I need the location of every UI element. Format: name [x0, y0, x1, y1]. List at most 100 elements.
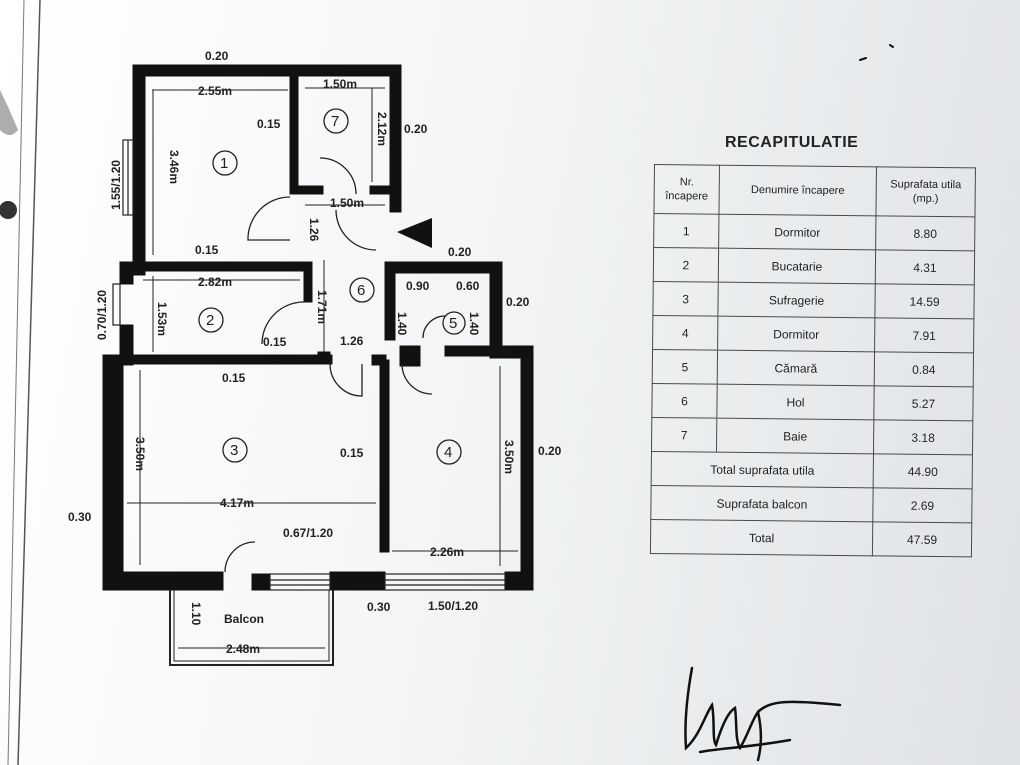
dim-r5-060: 0.60 [456, 279, 480, 293]
dim-r1-partition: 0.15 [257, 117, 281, 131]
row-area: 8.80 [875, 215, 975, 251]
dimension-lines [127, 87, 518, 649]
room-number-5: 5 [449, 315, 457, 332]
room-number-7: 7 [331, 113, 339, 130]
dimension-labels: 0.20 2.55m 3.46m 1.55/1.20 0.15 1.50m 2.… [68, 49, 562, 656]
header-nr: Nr. încapere [653, 164, 720, 215]
dim-r5-140a: 1.40 [395, 312, 409, 336]
margin-line [7, 0, 25, 765]
dim-r1-height: 3.46m [167, 150, 181, 184]
dim-r4-height: 3.50m [502, 440, 516, 474]
total-label: Total [650, 519, 873, 556]
total-useful-row: Total suprafata utila 44.90 [651, 451, 973, 489]
table-row: 1 Dormitor 8.80 [653, 213, 975, 251]
dim-r2-width: 2.82m [198, 275, 232, 289]
room-number-3: 3 [230, 442, 238, 459]
dim-r3-left: 0.30 [68, 510, 92, 524]
balcony [169, 590, 334, 666]
dim-bottom-wall: 0.30 [367, 600, 391, 614]
row-name: Sufragerie [717, 282, 876, 318]
recap-table: Nr. încapere Denumire încapere Suprafata… [650, 164, 976, 557]
row-name: Baie [716, 418, 874, 454]
dim-r2-partition: 0.15 [263, 335, 287, 349]
dim-r5-top-wall: 0.20 [448, 245, 472, 259]
room-number-2: 2 [206, 312, 214, 329]
dim-r5-right: 0.20 [506, 295, 530, 309]
row-name: Hol [716, 384, 875, 420]
table-row: 4 Dormitor 7.91 [652, 315, 974, 353]
dim-r1-window: 1.55/1.20 [109, 160, 123, 210]
total-useful-value: 44.90 [873, 453, 973, 489]
dim-hall-126a: 1.26 [307, 218, 321, 242]
row-nr: 2 [653, 247, 719, 283]
row-nr: 4 [652, 315, 718, 351]
row-name: Dormitor [717, 316, 875, 352]
total-row: Total 47.59 [650, 519, 972, 557]
balcony-area-label: Suprafata balcon [650, 485, 874, 522]
dim-r7-right: 0.20 [404, 122, 428, 136]
dim-r2-height: 1.53m [155, 302, 169, 336]
dim-r34-wall: 0.15 [340, 446, 364, 460]
row-nr: 1 [653, 213, 719, 249]
row-nr: 7 [651, 417, 717, 453]
row-area: 4.31 [875, 249, 975, 285]
balcony-row: Suprafata balcon 2.69 [650, 485, 973, 523]
row-area: 5.27 [873, 385, 974, 421]
row-name: Cămară [717, 350, 875, 386]
room-number-6: 6 [357, 282, 365, 299]
dim-balcony-depth: 1.10 [189, 602, 203, 626]
table-row: 6 Hol 5.27 [651, 383, 974, 421]
table-row: 2 Bucatarie 4.31 [653, 247, 975, 285]
doors [224, 157, 446, 573]
total-useful-label: Total suprafata utila [651, 451, 874, 488]
smudge [0, 90, 18, 135]
dim-r7-top: 1.50m [323, 77, 357, 91]
table-row: 7 Baie 3.18 [651, 417, 973, 455]
dim-r2-window: 0.70/1.20 [95, 290, 109, 340]
balcony-area-value: 2.69 [872, 487, 973, 523]
dim-r5-140b: 1.40 [467, 312, 481, 336]
walls [102, 64, 534, 591]
margin-line [17, 0, 41, 765]
row-nr: 6 [651, 383, 718, 419]
dim-r1-width: 2.55m [198, 84, 232, 98]
room-number-4: 4 [444, 444, 452, 461]
row-name: Dormitor [718, 214, 876, 250]
dim-r4-width: 2.26m [430, 545, 464, 559]
dim-top-wall: 0.20 [205, 49, 229, 63]
dim-hall-171: 1.71m [315, 290, 329, 324]
table-header-row: Nr. încapere Denumire încapere Suprafata… [653, 164, 976, 217]
dim-r7-bottom: 1.50m [330, 196, 364, 210]
dim-balcony-width: 2.48m [226, 642, 260, 656]
table-row: 3 Sufragerie 14.59 [652, 281, 975, 319]
binder-hole [0, 201, 17, 219]
signature [684, 44, 894, 762]
row-name: Bucatarie [718, 248, 876, 284]
balcony-label: Balcon [224, 612, 264, 626]
dim-r4-right: 0.20 [538, 444, 562, 458]
total-value: 47.59 [872, 521, 972, 557]
room-labels: 1 2 3 4 5 6 7 [198, 108, 466, 465]
dim-hall-126b: 1.26 [340, 334, 364, 348]
recap-title: RECAPITULATIE [725, 134, 859, 151]
windows [112, 139, 506, 591]
header-area: Suprafata utila (mp.) [875, 166, 976, 217]
entrance-arrow-icon [397, 218, 432, 248]
dim-r3-top-wall: 0.15 [222, 371, 246, 385]
room-number-1: 1 [220, 155, 228, 172]
row-area: 0.84 [874, 351, 974, 387]
table-row: 5 Cămară 0.84 [652, 349, 974, 387]
row-area: 14.59 [874, 283, 975, 319]
row-area: 3.18 [873, 419, 973, 455]
dim-r3-height: 3.50m [133, 437, 147, 471]
dim-r5-090: 0.90 [406, 279, 430, 293]
dim-r3-door: 0.67/1.20 [283, 526, 333, 540]
row-nr: 3 [652, 281, 719, 317]
row-nr: 5 [652, 349, 718, 385]
dim-r7-height: 2.12m [375, 112, 389, 146]
row-area: 7.91 [874, 317, 974, 353]
dim-r3-width: 4.17m [220, 496, 254, 510]
header-name: Denumire încapere [718, 165, 877, 216]
dim-r1-bottom-wall: 0.15 [195, 243, 219, 257]
